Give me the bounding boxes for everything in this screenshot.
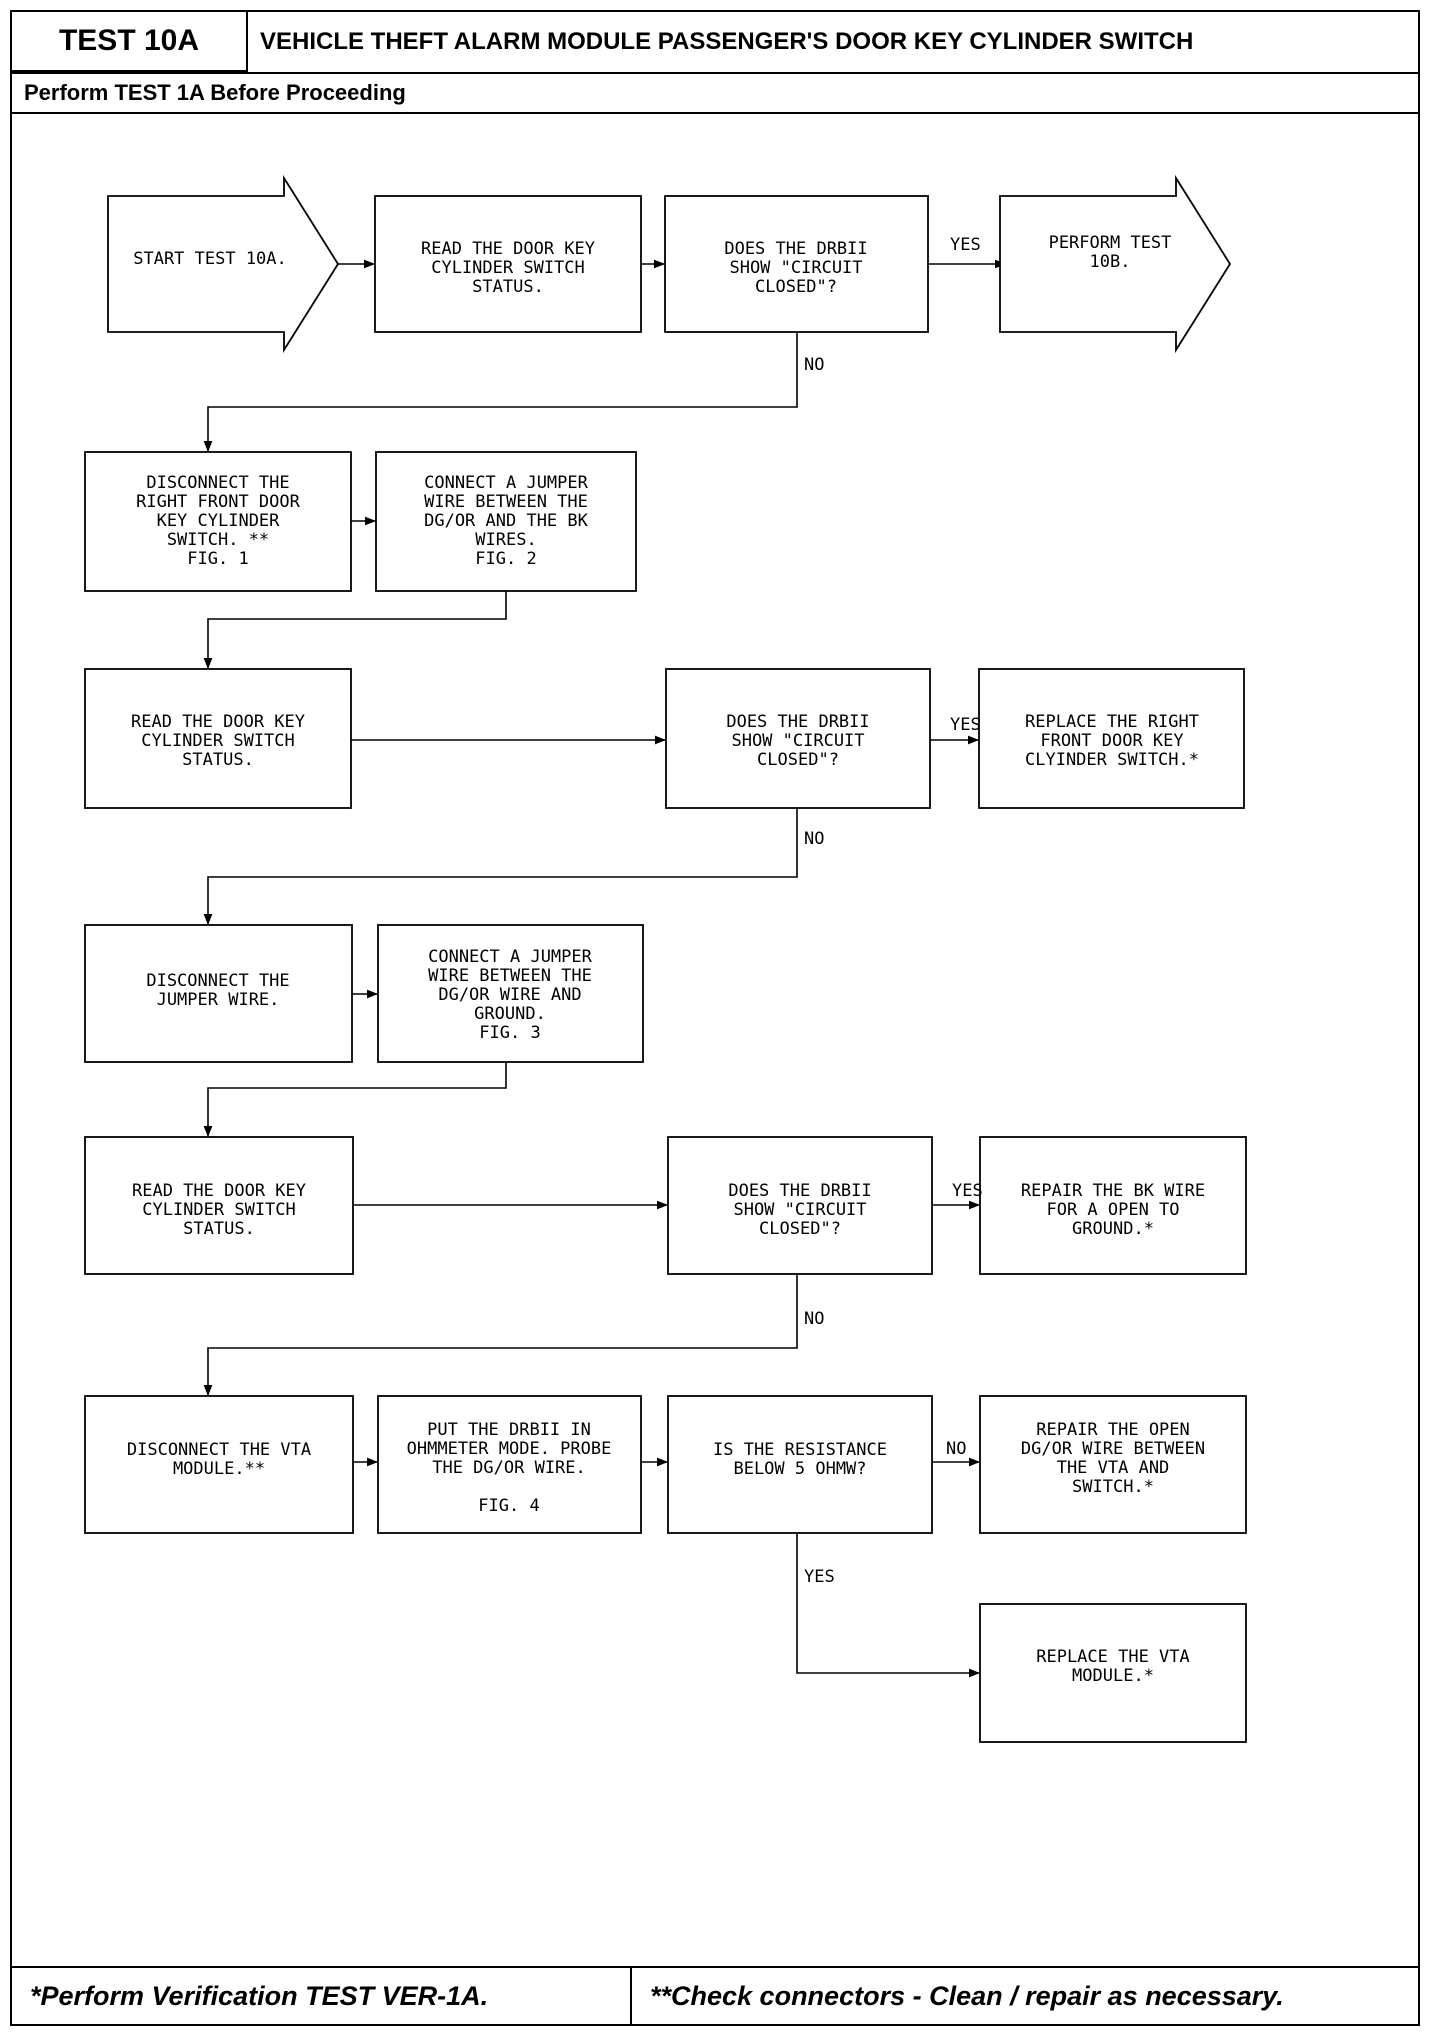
page-title: VEHICLE THEFT ALARM MODULE PASSENGER'S D…	[260, 28, 1194, 55]
yes-label-2: YES	[950, 715, 981, 735]
read-status-2-box	[84, 668, 352, 809]
test-sheet: TEST 10A VEHICLE THEFT ALARM MODULE PASS…	[10, 10, 1420, 2026]
yes-label-1: YES	[950, 235, 981, 255]
decision-3-box	[667, 1136, 933, 1275]
perform-10b-arrow-shape	[999, 174, 1232, 354]
connect-jumper-bk-box	[375, 451, 637, 592]
decision-1-box	[664, 195, 929, 333]
no-label-1: NO	[804, 355, 824, 375]
no-label-2: NO	[804, 829, 824, 849]
no-label-4: NO	[946, 1439, 966, 1459]
replace-vta-box	[979, 1603, 1247, 1743]
yes-label-4: YES	[804, 1567, 835, 1587]
prerequisite-note: Perform TEST 1A Before Proceeding	[12, 72, 1418, 114]
no-label-3: NO	[804, 1309, 824, 1329]
ohmmeter-box	[377, 1395, 642, 1534]
disconnect-vta-box	[84, 1395, 354, 1534]
footer-verification-note: *Perform Verification TEST VER-1A.	[12, 1968, 632, 2024]
footer-connector-note: **Check connectors - Clean / repair as n…	[650, 1980, 1284, 2011]
test-id: TEST 10A	[12, 12, 248, 72]
read-status-1-box	[374, 195, 642, 333]
connectors	[203, 259, 1006, 1678]
repair-bk-box	[979, 1136, 1247, 1275]
footer: *Perform Verification TEST VER-1A. **Che…	[12, 1966, 1418, 2024]
start-text: START TEST 10A.	[133, 249, 287, 269]
decision-4-box	[667, 1395, 933, 1534]
decision-2-box	[665, 668, 931, 809]
disconnect-jumper-box	[84, 924, 353, 1063]
read-status-3-box	[84, 1136, 354, 1275]
start-arrow-shape	[107, 174, 340, 354]
connect-jumper-ground-box	[377, 924, 644, 1063]
repair-open-box	[979, 1395, 1247, 1534]
replace-switch-box	[978, 668, 1245, 809]
disconnect-switch-box	[84, 451, 352, 592]
yes-label-3: YES	[952, 1181, 983, 1201]
